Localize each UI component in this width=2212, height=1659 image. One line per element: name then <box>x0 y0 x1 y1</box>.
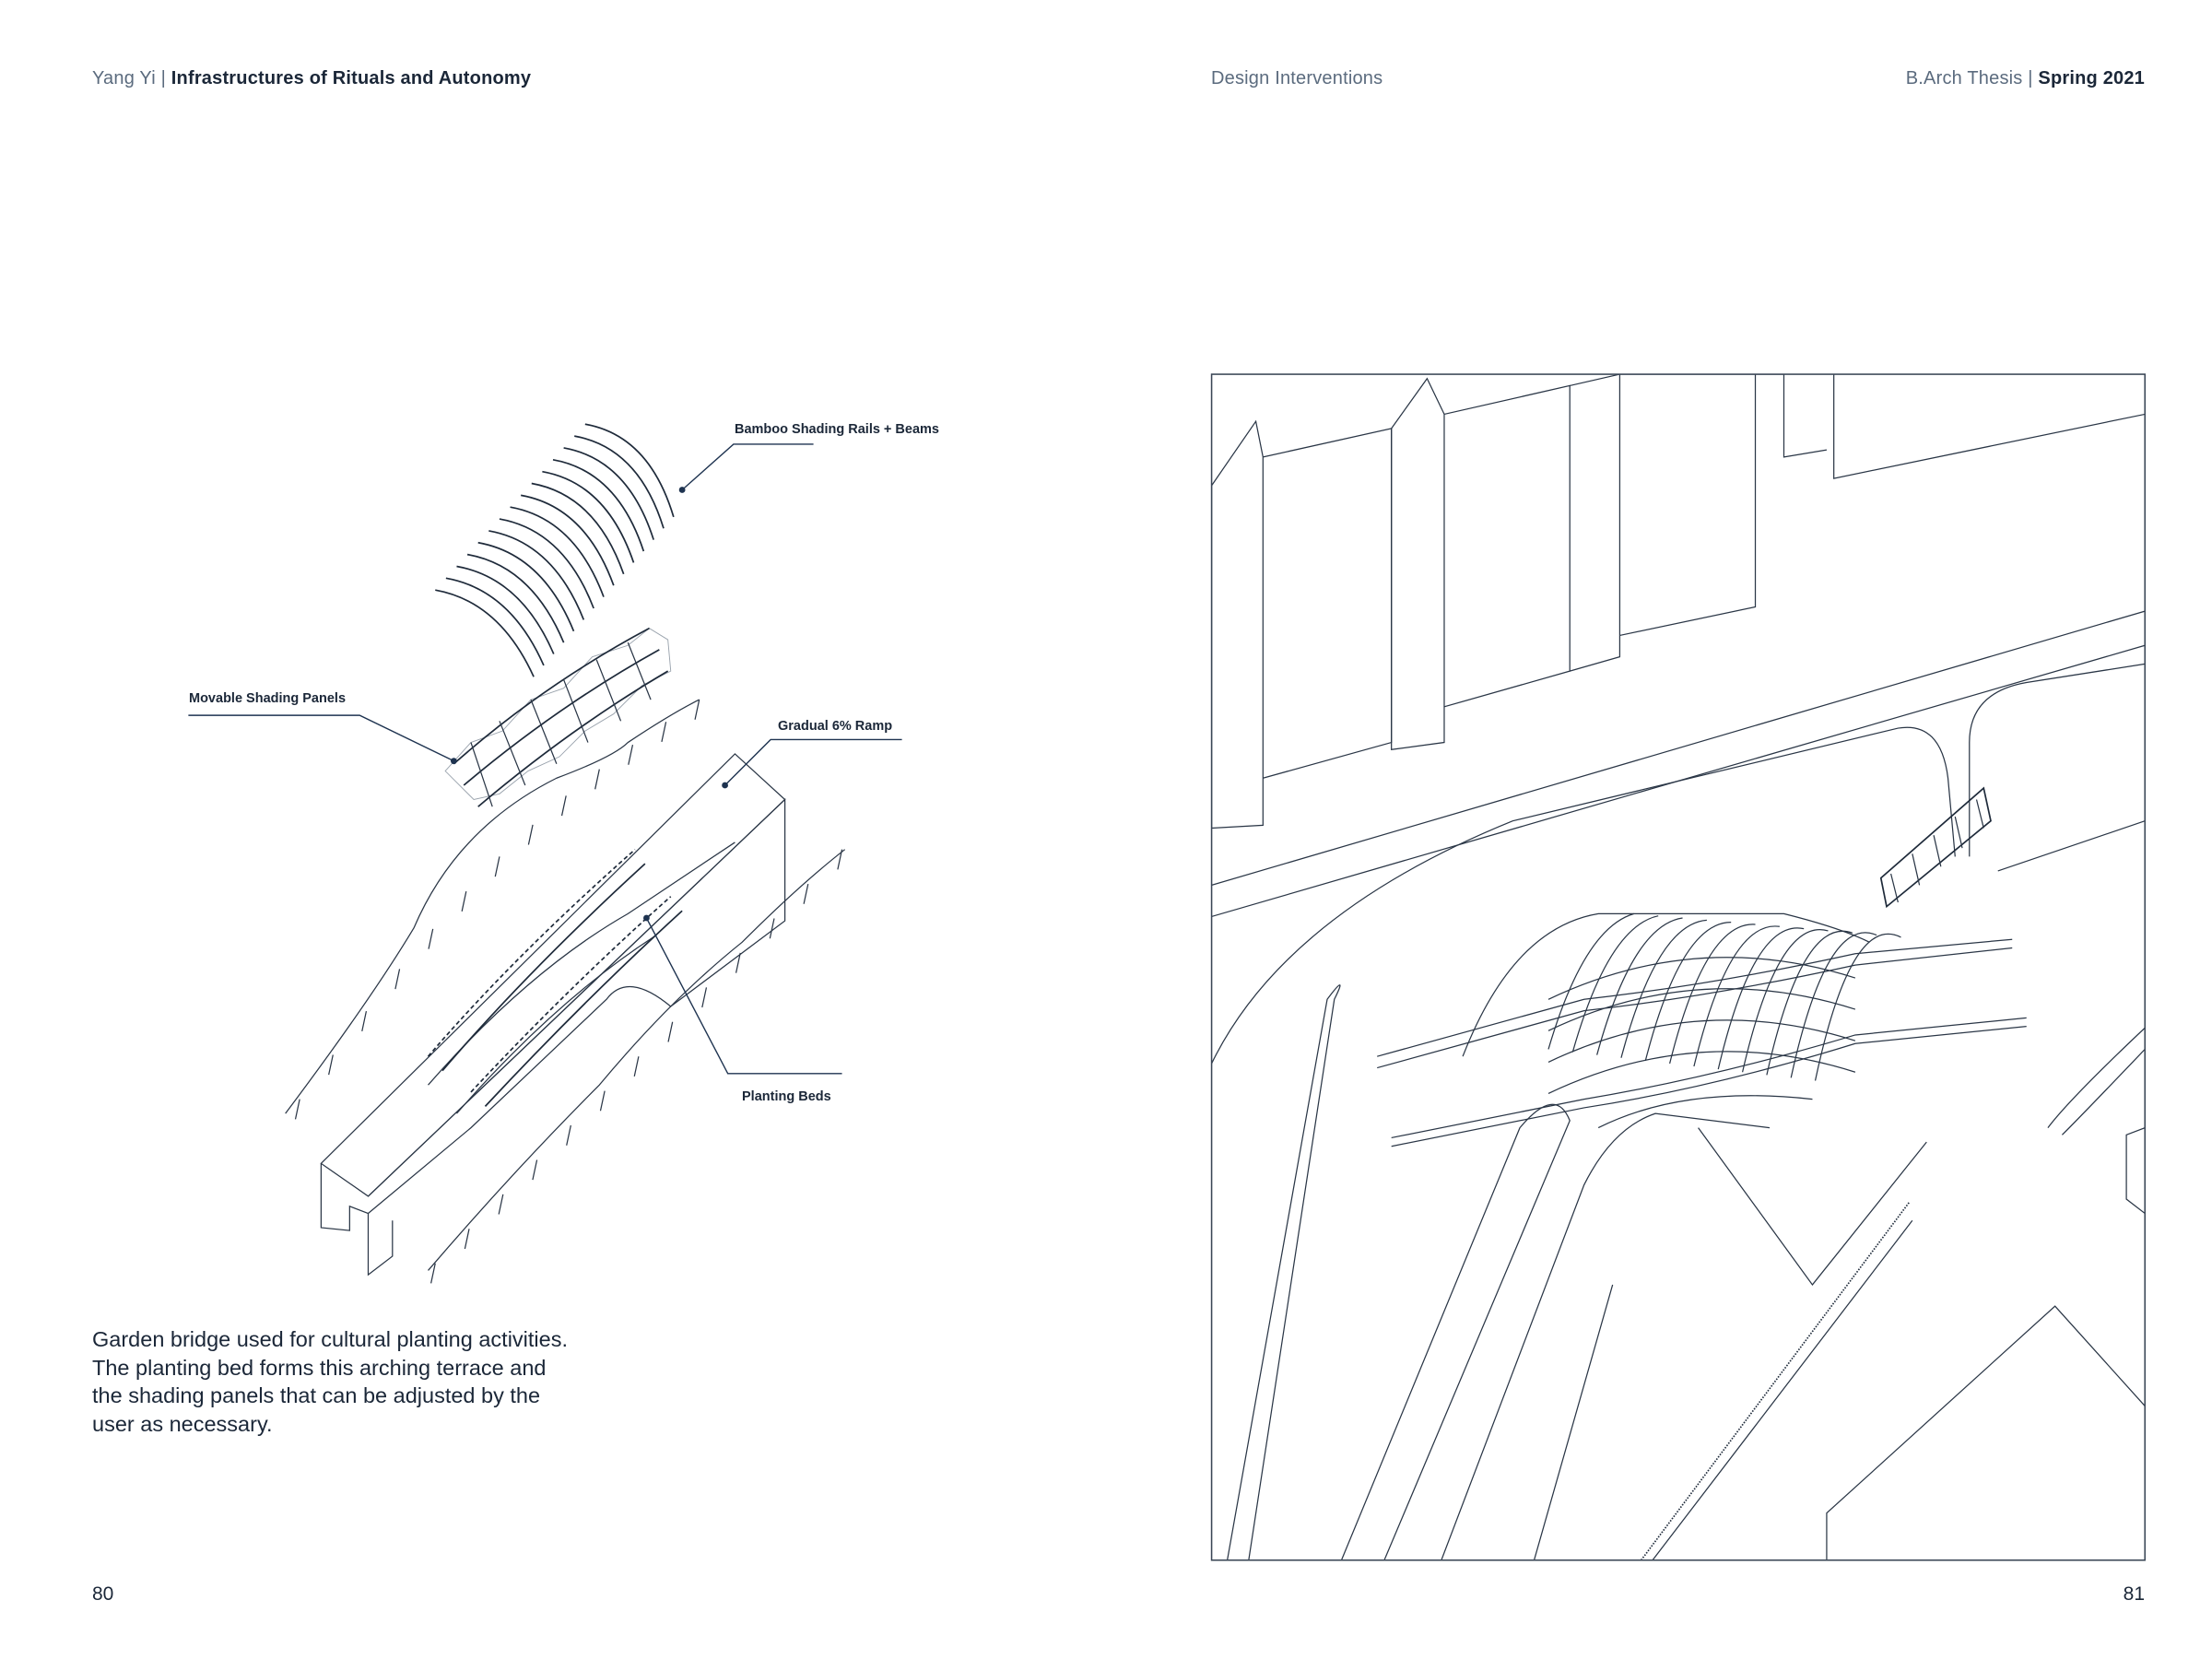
bridge-beam <box>1547 1019 1856 1063</box>
railing-post <box>667 1021 674 1042</box>
bamboo-rail <box>466 553 565 643</box>
railing-post <box>394 969 401 990</box>
figure-frame <box>1210 373 2146 1561</box>
term-label: Spring 2021 <box>2038 68 2145 88</box>
bamboo-rail <box>488 530 585 620</box>
railing-post <box>361 1011 368 1031</box>
buildings <box>1211 374 2146 830</box>
bridge-rib <box>1693 925 1780 1067</box>
railing-post <box>494 856 500 877</box>
header-right: B.Arch Thesis | Spring 2021 <box>1906 68 2145 89</box>
bridge-rib <box>1766 930 1853 1076</box>
railing-post <box>769 918 775 939</box>
fence <box>1640 1201 1913 1560</box>
railing-post <box>633 1056 640 1077</box>
site-axonometric <box>1210 373 2146 1561</box>
railings <box>285 699 846 1284</box>
bridge-rib <box>1571 915 1659 1053</box>
page-number-left: 80 <box>92 1583 114 1605</box>
railing-post <box>628 744 634 765</box>
bamboo-rail <box>521 494 615 586</box>
railing-post <box>566 1124 571 1146</box>
railing-post <box>328 1054 334 1076</box>
bridge-rib <box>1644 922 1732 1061</box>
railing-post <box>560 795 567 817</box>
bamboo-rail <box>499 518 594 609</box>
railing-post <box>701 987 708 1008</box>
railing-post <box>594 769 600 790</box>
bamboo-rails <box>435 423 675 677</box>
bamboo-rail <box>574 435 665 529</box>
label-planting-beds: Planting Beds <box>742 1089 831 1104</box>
roads <box>1211 610 2146 1560</box>
bridge-rib <box>1814 933 1901 1081</box>
bamboo-rail <box>445 577 545 666</box>
bridge-rib <box>1790 932 1877 1078</box>
label-bamboo-rails: Bamboo Shading Rails + Beams <box>735 422 939 437</box>
bamboo-rail <box>435 589 535 677</box>
header-left: Yang Yi | Infrastructures of Rituals and… <box>92 68 531 89</box>
railing-post <box>837 849 843 870</box>
railing-post <box>498 1194 504 1215</box>
stair <box>1879 786 1992 909</box>
railing-post <box>661 722 667 743</box>
railing-post <box>599 1090 606 1112</box>
railing-post <box>430 1263 436 1284</box>
bridge-beam <box>1547 957 1856 1000</box>
railing-post <box>532 1159 538 1181</box>
bridge-rib <box>1717 927 1805 1070</box>
caption-text: Garden bridge used for cultural planting… <box>92 1327 568 1436</box>
bridge <box>320 753 786 1277</box>
railing-post <box>694 699 700 720</box>
bamboo-rail <box>477 541 575 632</box>
bamboo-rail <box>552 458 645 552</box>
exploded-axonometric <box>188 423 902 1284</box>
bridge-rib <box>1596 917 1683 1055</box>
label-shading-panels: Movable Shading Panels <box>189 691 347 706</box>
page-number-right: 81 <box>2123 1583 2145 1605</box>
bamboo-rail <box>542 470 635 563</box>
author-name: Yang Yi | <box>92 68 171 88</box>
bridge-beam <box>1547 988 1856 1031</box>
leader-lines <box>188 443 902 1075</box>
bridge-rib <box>1741 929 1829 1073</box>
thesis-title: Infrastructures of Rituals and Autonomy <box>171 68 532 88</box>
bridge-rib <box>1620 919 1707 1058</box>
label-ramp: Gradual 6% Ramp <box>778 719 893 734</box>
railing-post <box>735 952 741 973</box>
bridge-rib <box>1547 912 1635 1050</box>
bamboo-rail <box>584 423 675 518</box>
railing-post <box>294 1099 300 1120</box>
bamboo-rail <box>510 506 605 597</box>
garden-bridge <box>1377 912 2027 1147</box>
railing-post <box>461 891 467 912</box>
shading-panels <box>444 627 672 807</box>
railing-post <box>527 824 534 845</box>
bridge-beam <box>1547 1051 1856 1095</box>
railing-post <box>803 883 809 904</box>
planting-beds <box>427 849 683 1107</box>
section-title: Design Interventions <box>1211 68 1383 88</box>
bamboo-rail <box>456 565 555 654</box>
degree-label: B.Arch Thesis | <box>1905 68 2039 88</box>
railing-post <box>464 1229 470 1250</box>
bamboo-rail <box>563 447 654 540</box>
railing-post <box>428 928 434 949</box>
bamboo-rail <box>531 482 625 575</box>
